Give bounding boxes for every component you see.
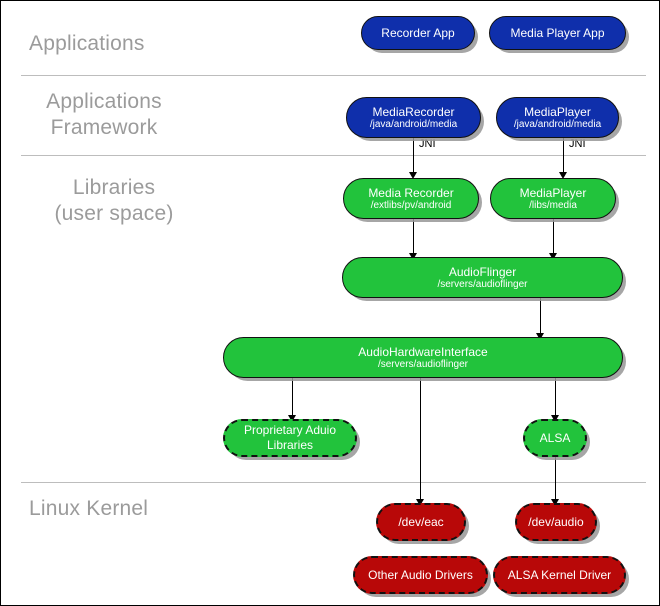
node-mediaplayer-framework[interactable]: MediaPlayer /java/android/media: [496, 97, 619, 138]
edge-mediarecorder-to-audioflinger: [413, 219, 414, 257]
band-label-applications-framework: Applications Framework: [46, 90, 162, 139]
arrowhead-mediaplayer-jni: [559, 172, 567, 179]
node-recorder-app[interactable]: Recorder App: [361, 16, 475, 50]
node-mediaplayer-lib[interactable]: MediaPlayer /libs/media: [490, 178, 616, 219]
node-audioflinger[interactable]: AudioFlinger /servers/audioflinger: [342, 257, 623, 298]
node-subtitle: /java/android/media: [369, 118, 458, 130]
node-title: Media Recorder: [368, 185, 454, 200]
node-subtitle: /java/android/media: [513, 118, 602, 130]
node-title: Proprietary Aduio Libraries: [243, 423, 337, 452]
node-media-player-app[interactable]: Media Player App: [489, 16, 626, 50]
node-subtitle: /extlibs/pv/android: [370, 199, 452, 211]
node-title: Other Audio Drivers: [368, 568, 473, 582]
divider-applications-framework: [21, 155, 646, 156]
node-subtitle: /servers/audioflinger: [377, 358, 469, 370]
edge-ahi-to-dev-eac: [420, 378, 421, 503]
divider-libraries: [21, 482, 646, 483]
band-label-applications: Applications: [29, 32, 145, 55]
node-title: MediaPlayer: [524, 104, 591, 119]
edge-ahi-to-alsa: [555, 378, 556, 419]
edge-mediaplayer-jni: [563, 138, 564, 175]
node-media-recorder-lib[interactable]: Media Recorder /extlibs/pv/android: [343, 178, 479, 219]
edge-mediaplayer-to-audioflinger: [553, 219, 554, 257]
node-title: MediaPlayer: [519, 185, 587, 200]
node-title: /dev/audio: [528, 515, 584, 529]
node-title: AudioFlinger: [448, 264, 517, 279]
node-title: Media Player App: [510, 26, 605, 40]
node-title: AudioHardwareInterface: [358, 344, 488, 359]
band-label-linux-kernel: Linux Kernel: [29, 497, 149, 520]
edge-audioflinger-to-ahi: [540, 298, 541, 337]
node-mediarecorder-framework[interactable]: MediaRecorder /java/android/media: [346, 97, 481, 138]
node-dev-eac[interactable]: /dev/eac: [376, 503, 466, 541]
band-label-libraries: Libraries (user space): [54, 176, 174, 225]
node-audiohardwareinterface[interactable]: AudioHardwareInterface /servers/audiofli…: [223, 337, 623, 378]
node-title: ALSA: [539, 431, 571, 445]
edge-mediarecorder-jni: [413, 138, 414, 175]
divider-applications: [21, 75, 646, 76]
edge-label-jni-right: JNI: [569, 138, 586, 150]
edge-alsa-to-dev-audio: [555, 457, 556, 503]
node-other-audio-drivers[interactable]: Other Audio Drivers: [353, 556, 488, 594]
node-alsa-kernel-driver[interactable]: ALSA Kernel Driver: [493, 556, 626, 594]
node-alsa[interactable]: ALSA: [523, 419, 587, 457]
node-dev-audio[interactable]: /dev/audio: [515, 503, 597, 541]
node-subtitle: /servers/audioflinger: [437, 278, 528, 290]
node-title: ALSA Kernel Driver: [507, 568, 612, 582]
edge-ahi-to-proprietary-libs: [292, 378, 293, 419]
node-title: /dev/eac: [398, 515, 444, 529]
node-subtitle: /libs/media: [529, 199, 577, 211]
node-title: MediaRecorder: [372, 104, 455, 119]
node-title: Recorder App: [381, 26, 455, 40]
edge-label-jni-left: JNI: [419, 138, 436, 150]
node-proprietary-audio-libraries[interactable]: Proprietary Aduio Libraries: [223, 419, 357, 457]
arrowhead-mediarecorder-jni: [409, 172, 417, 179]
